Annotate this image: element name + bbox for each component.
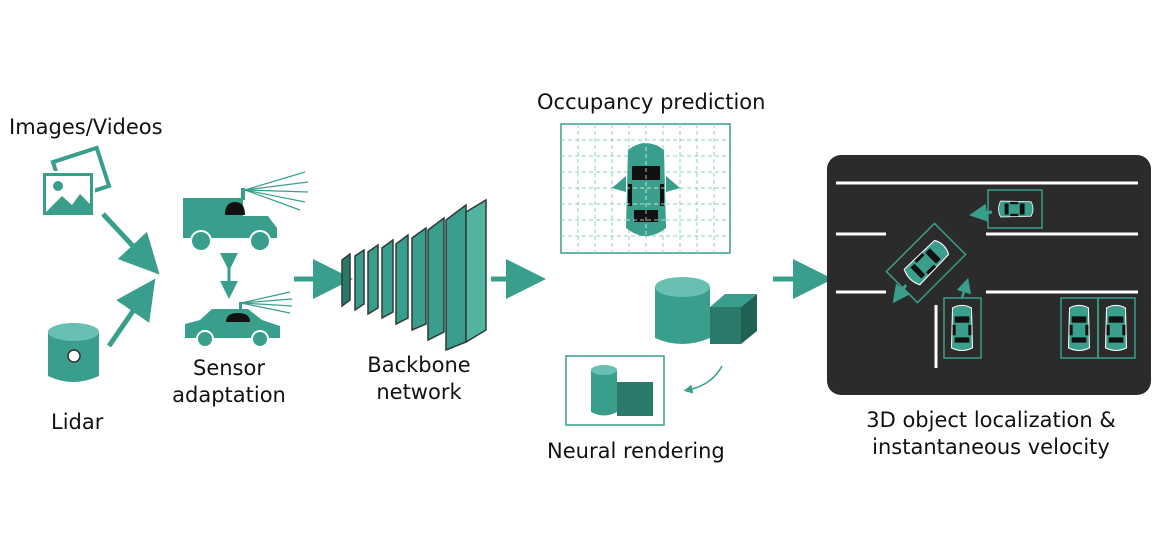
label-neural-rendering: Neural rendering: [547, 439, 725, 463]
layer-stack-icon: [341, 198, 487, 352]
lidar-cylinder-icon: [48, 323, 99, 382]
arrow-lidar-to-sensor: [106, 278, 156, 348]
label-object-line2: instantaneous velocity: [872, 435, 1110, 459]
label-backbone-network: Backbone network: [354, 352, 484, 406]
label-backbone-line1: Backbone: [367, 353, 471, 377]
car-sensor-icon: [185, 291, 293, 348]
occupancy-grid-icon: [560, 123, 731, 254]
label-object-localization: 3D object localization & instantaneous v…: [836, 407, 1146, 461]
label-lidar: Lidar: [51, 410, 104, 434]
label-sensor-adaptation: Sensor adaptation: [164, 355, 294, 409]
label-images-videos: Images/Videos: [9, 115, 163, 139]
label-sensor-line1: Sensor: [193, 356, 265, 380]
shape-render-icon: [565, 277, 757, 426]
label-occupancy-prediction: Occupancy prediction: [537, 90, 766, 114]
label-object-line1: 3D object localization &: [866, 408, 1116, 432]
road-scene-icon: [827, 155, 1151, 395]
picture-stack-icon: [41, 145, 112, 217]
arrow-images-to-sensor: [101, 212, 160, 275]
truck-sensor-icon: [183, 171, 309, 252]
label-backbone-line2: network: [376, 380, 462, 404]
label-sensor-line2: adaptation: [172, 383, 286, 407]
